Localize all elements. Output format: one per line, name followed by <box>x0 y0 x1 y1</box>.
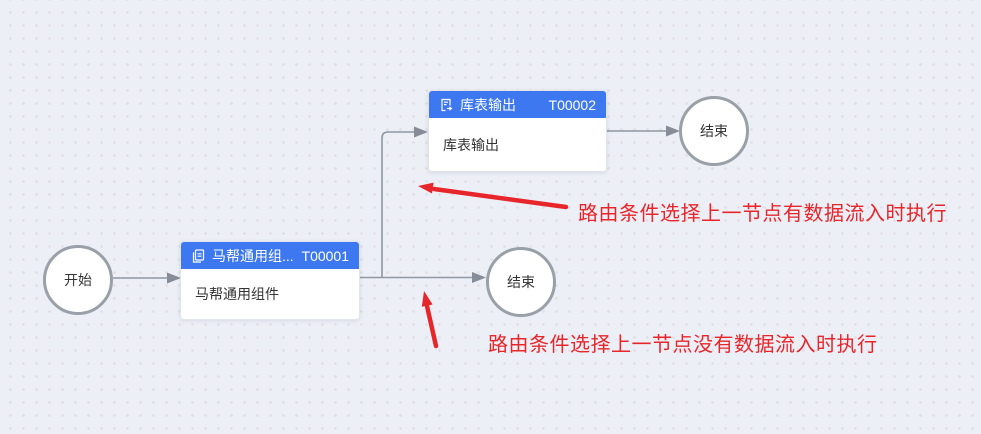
node-component-title: 马帮通用组... <box>212 247 294 264</box>
node-end-top[interactable]: 结束 <box>679 96 749 166</box>
node-start-label: 开始 <box>64 272 92 288</box>
red-arrow-bottom-head <box>421 291 433 307</box>
document-export-icon <box>438 97 454 113</box>
annotation-text-bottom: 路由条件选择上一节点没有数据流入时执行 <box>488 334 878 356</box>
node-end-top-label: 结束 <box>700 123 728 139</box>
node-table-output[interactable]: 库表输出 T00002 库表输出 <box>428 90 607 172</box>
node-table-output-header: 库表输出 T00002 <box>429 91 606 118</box>
arrowhead-into-component <box>167 272 181 284</box>
node-table-output-title: 库表输出 <box>460 96 516 113</box>
red-arrow-top-line <box>431 186 569 210</box>
node-start[interactable]: 开始 <box>43 245 113 315</box>
edge-component-to-table-output <box>381 131 414 278</box>
node-table-output-id: T00002 <box>548 96 596 113</box>
node-component-body: 马帮通用组件 <box>181 269 359 319</box>
red-arrow-bottom-line <box>424 303 439 349</box>
node-component[interactable]: 马帮通用组... T00001 马帮通用组件 <box>180 241 360 320</box>
arrowhead-into-table-output <box>414 126 428 138</box>
node-component-id: T00001 <box>301 247 349 264</box>
arrowhead-into-end-bottom <box>472 272 486 283</box>
red-arrow-top-head <box>418 182 434 194</box>
annotation-text-top: 路由条件选择上一节点有数据流入时执行 <box>578 203 947 225</box>
node-end-bottom[interactable]: 结束 <box>486 247 556 317</box>
node-table-output-body: 库表输出 <box>429 118 606 171</box>
copy-pages-icon <box>190 248 206 264</box>
node-end-bottom-label: 结束 <box>507 274 535 290</box>
arrowhead-into-end-top <box>666 125 680 137</box>
node-component-header: 马帮通用组... T00001 <box>181 242 359 269</box>
